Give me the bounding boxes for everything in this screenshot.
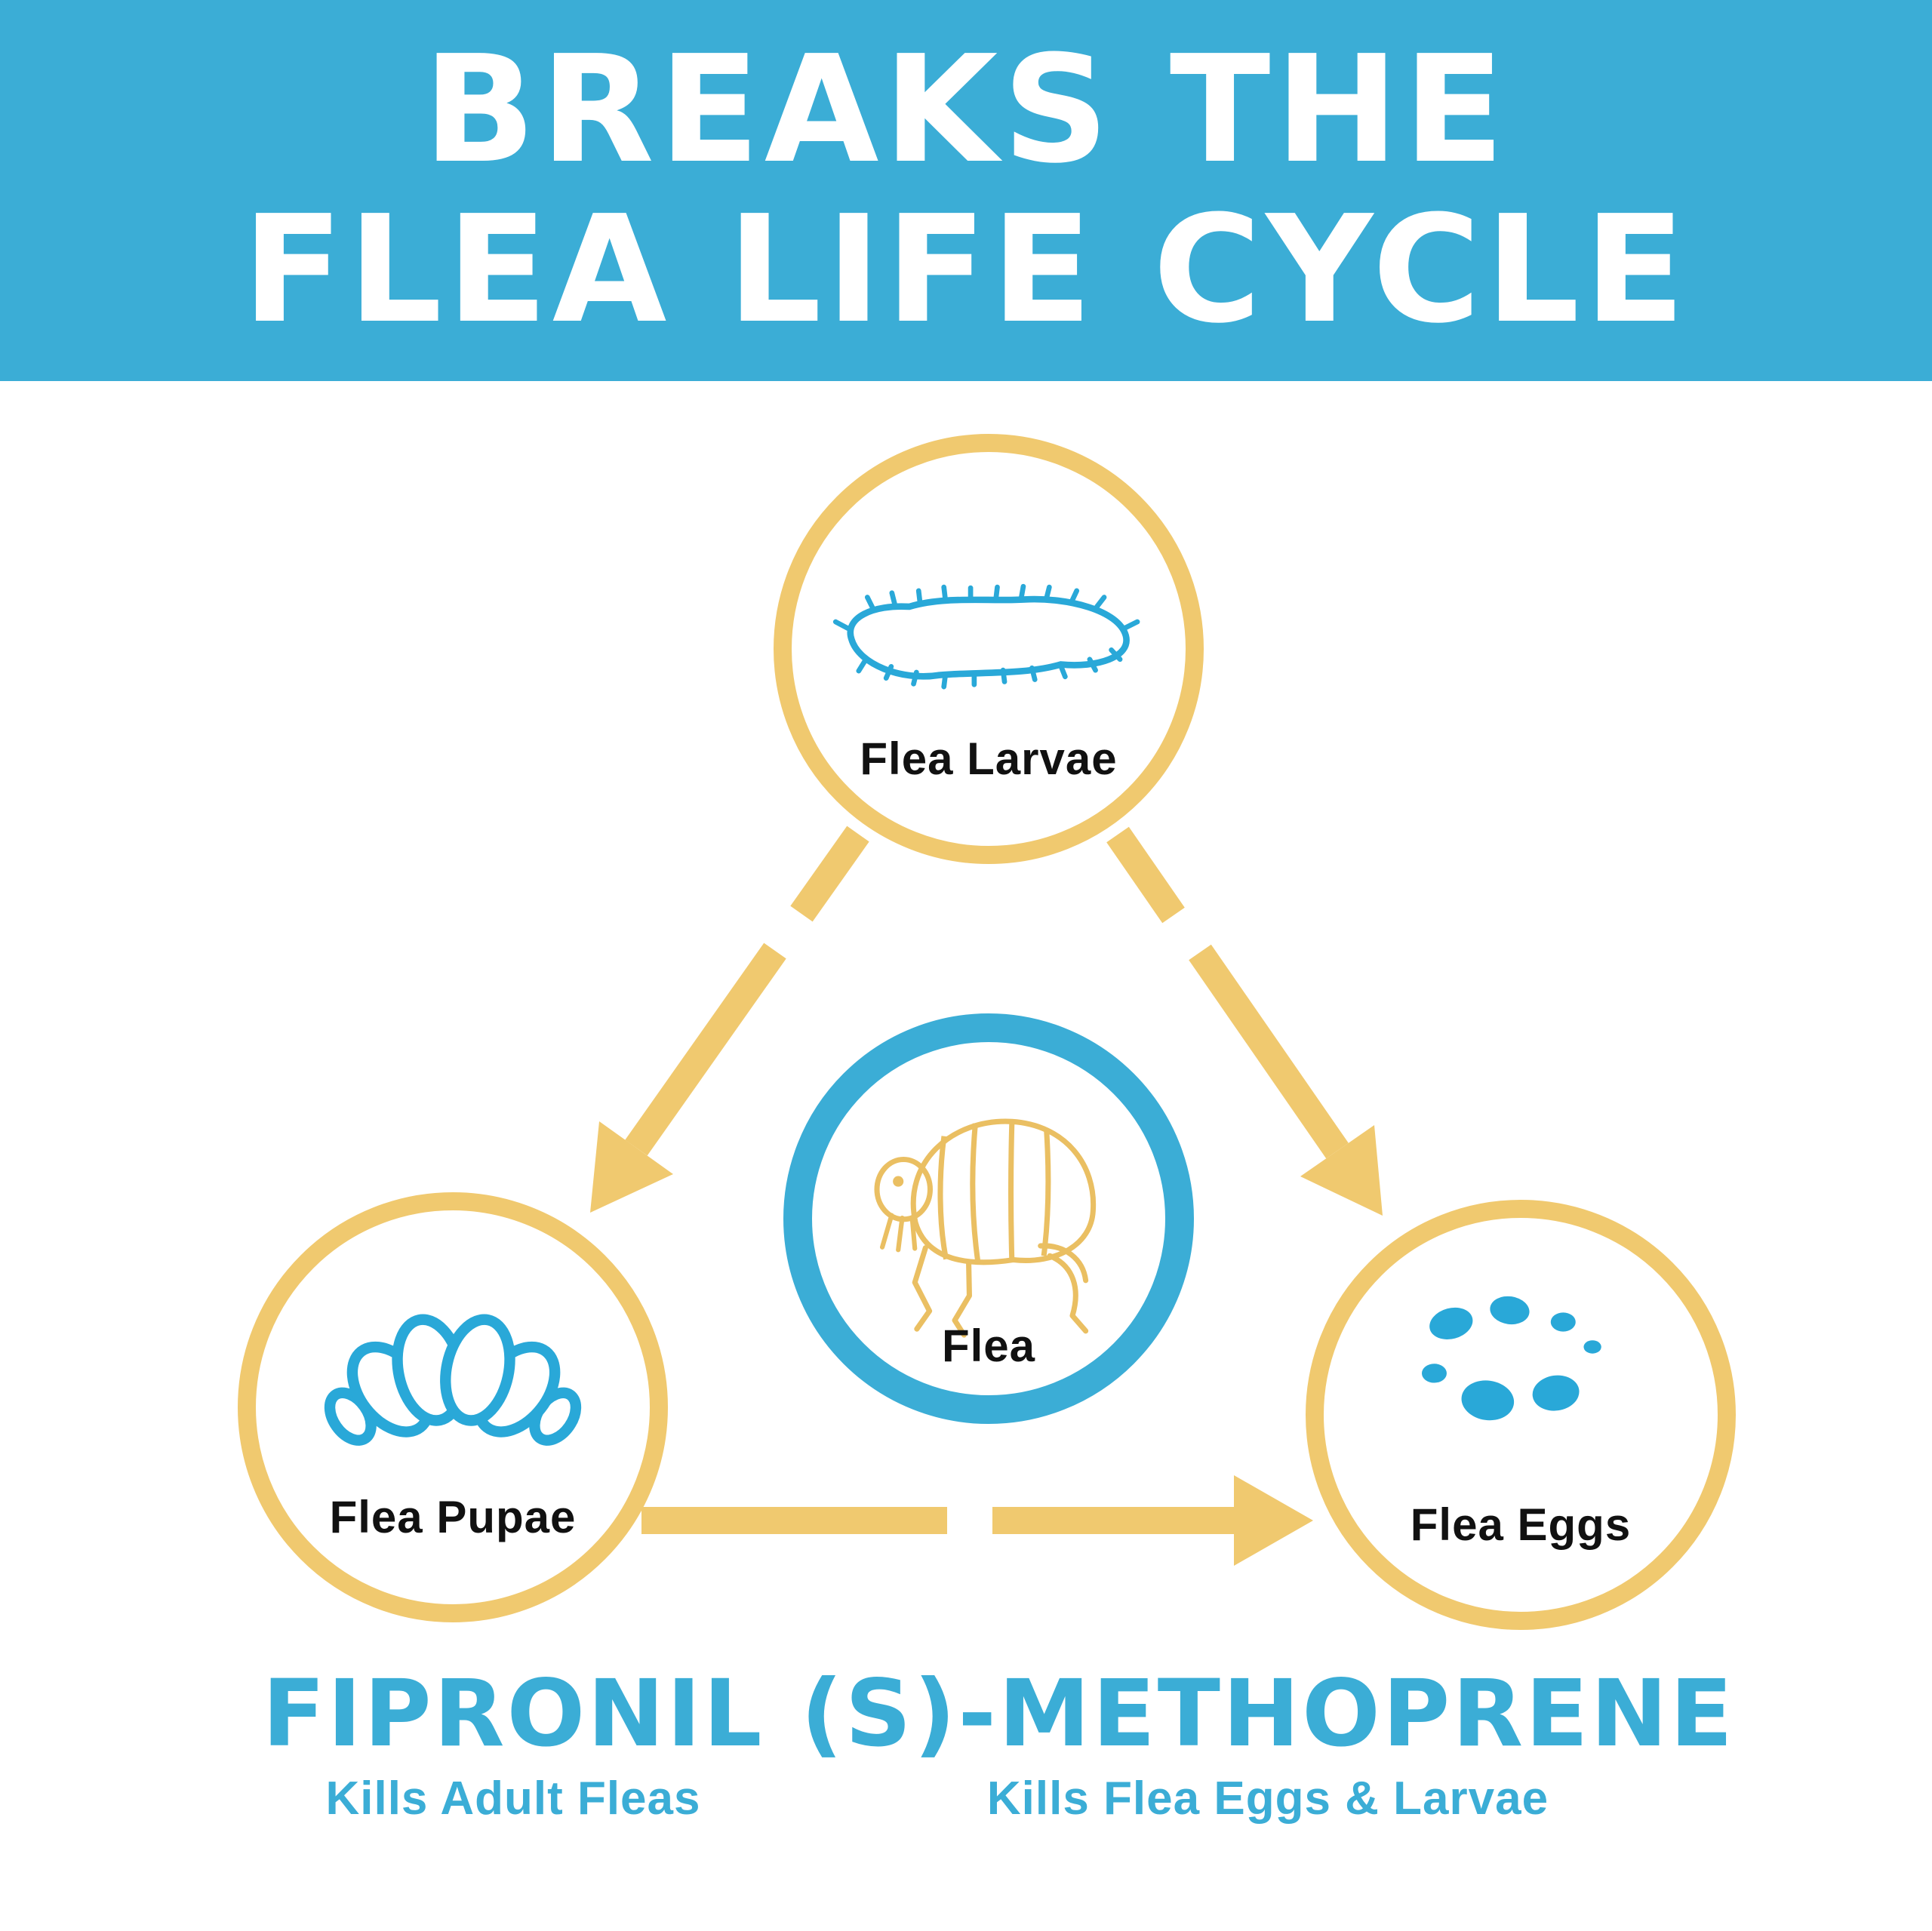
node-label-flea-eggs: Flea Eggs xyxy=(1410,1499,1632,1550)
ingredient-fipronil-subtitle: Kills Adult Fleas xyxy=(325,1773,701,1825)
flea-mouthparts xyxy=(879,1213,918,1253)
flea-head xyxy=(874,1157,933,1222)
node-flea: Flea xyxy=(783,1013,1194,1424)
ingredient-fipronil: FIPRONIL Kills Adult Fleas xyxy=(174,1668,853,1825)
larva-body-outline xyxy=(847,595,1130,680)
flea-egg xyxy=(1550,1312,1576,1332)
ingredient-s-methoprene: (S)-METHOPRENE Kills Flea Eggs & Larvae xyxy=(777,1668,1758,1825)
flea-egg xyxy=(1461,1380,1515,1421)
title-line-2: FLEA LIFE CYCLE xyxy=(242,183,1690,356)
title-line-1: BREAKS THE xyxy=(423,23,1509,196)
node-flea-pupae: Flea Pupae xyxy=(238,1192,668,1622)
flea-pupae-icon xyxy=(324,1314,582,1446)
arrowhead-icon xyxy=(1300,1125,1383,1216)
title-banner: BREAKS THE FLEA LIFE CYCLE xyxy=(0,0,1932,381)
flea-legs xyxy=(912,1243,1089,1338)
flea-egg xyxy=(1421,1364,1447,1383)
cycle-edge-segment xyxy=(790,826,869,922)
ingredient-s-methoprene-subtitle: Kills Flea Eggs & Larvae xyxy=(986,1773,1549,1825)
flea-egg xyxy=(1429,1307,1473,1339)
node-label-flea: Flea xyxy=(941,1321,1036,1371)
ingredient-fipronil-title: FIPRONIL xyxy=(262,1660,764,1767)
arrowhead-icon xyxy=(590,1121,673,1213)
cycle-arrow-pupae-to-eggs xyxy=(641,1475,1313,1566)
cycle-edge-segment xyxy=(1189,944,1349,1159)
flea-body-segments xyxy=(937,1121,1051,1263)
node-flea-larvae: Flea Larvae xyxy=(774,434,1204,864)
flea-egg xyxy=(1490,1296,1530,1325)
flea-egg xyxy=(1583,1340,1601,1354)
flea-larvae-icon xyxy=(832,583,1140,690)
arrowhead-icon xyxy=(1234,1475,1313,1566)
ingredient-s-methoprene-title: (S)-METHOPRENE xyxy=(801,1660,1735,1767)
flea-icon xyxy=(874,1118,1097,1338)
cycle-edge-segment xyxy=(625,942,786,1156)
flea-body-outline xyxy=(910,1118,1097,1265)
flea-eye xyxy=(893,1176,904,1187)
larva-bristles xyxy=(832,583,1140,690)
flea-eggs-icon xyxy=(1421,1296,1601,1421)
flea-egg xyxy=(1532,1375,1580,1411)
pupa-lobe xyxy=(440,1314,515,1426)
cycle-edge-segment xyxy=(1106,826,1185,924)
node-label-flea-larvae: Flea Larvae xyxy=(860,733,1118,784)
node-flea-eggs: Flea Eggs xyxy=(1306,1200,1736,1630)
node-label-flea-pupae: Flea Pupae xyxy=(329,1492,577,1542)
